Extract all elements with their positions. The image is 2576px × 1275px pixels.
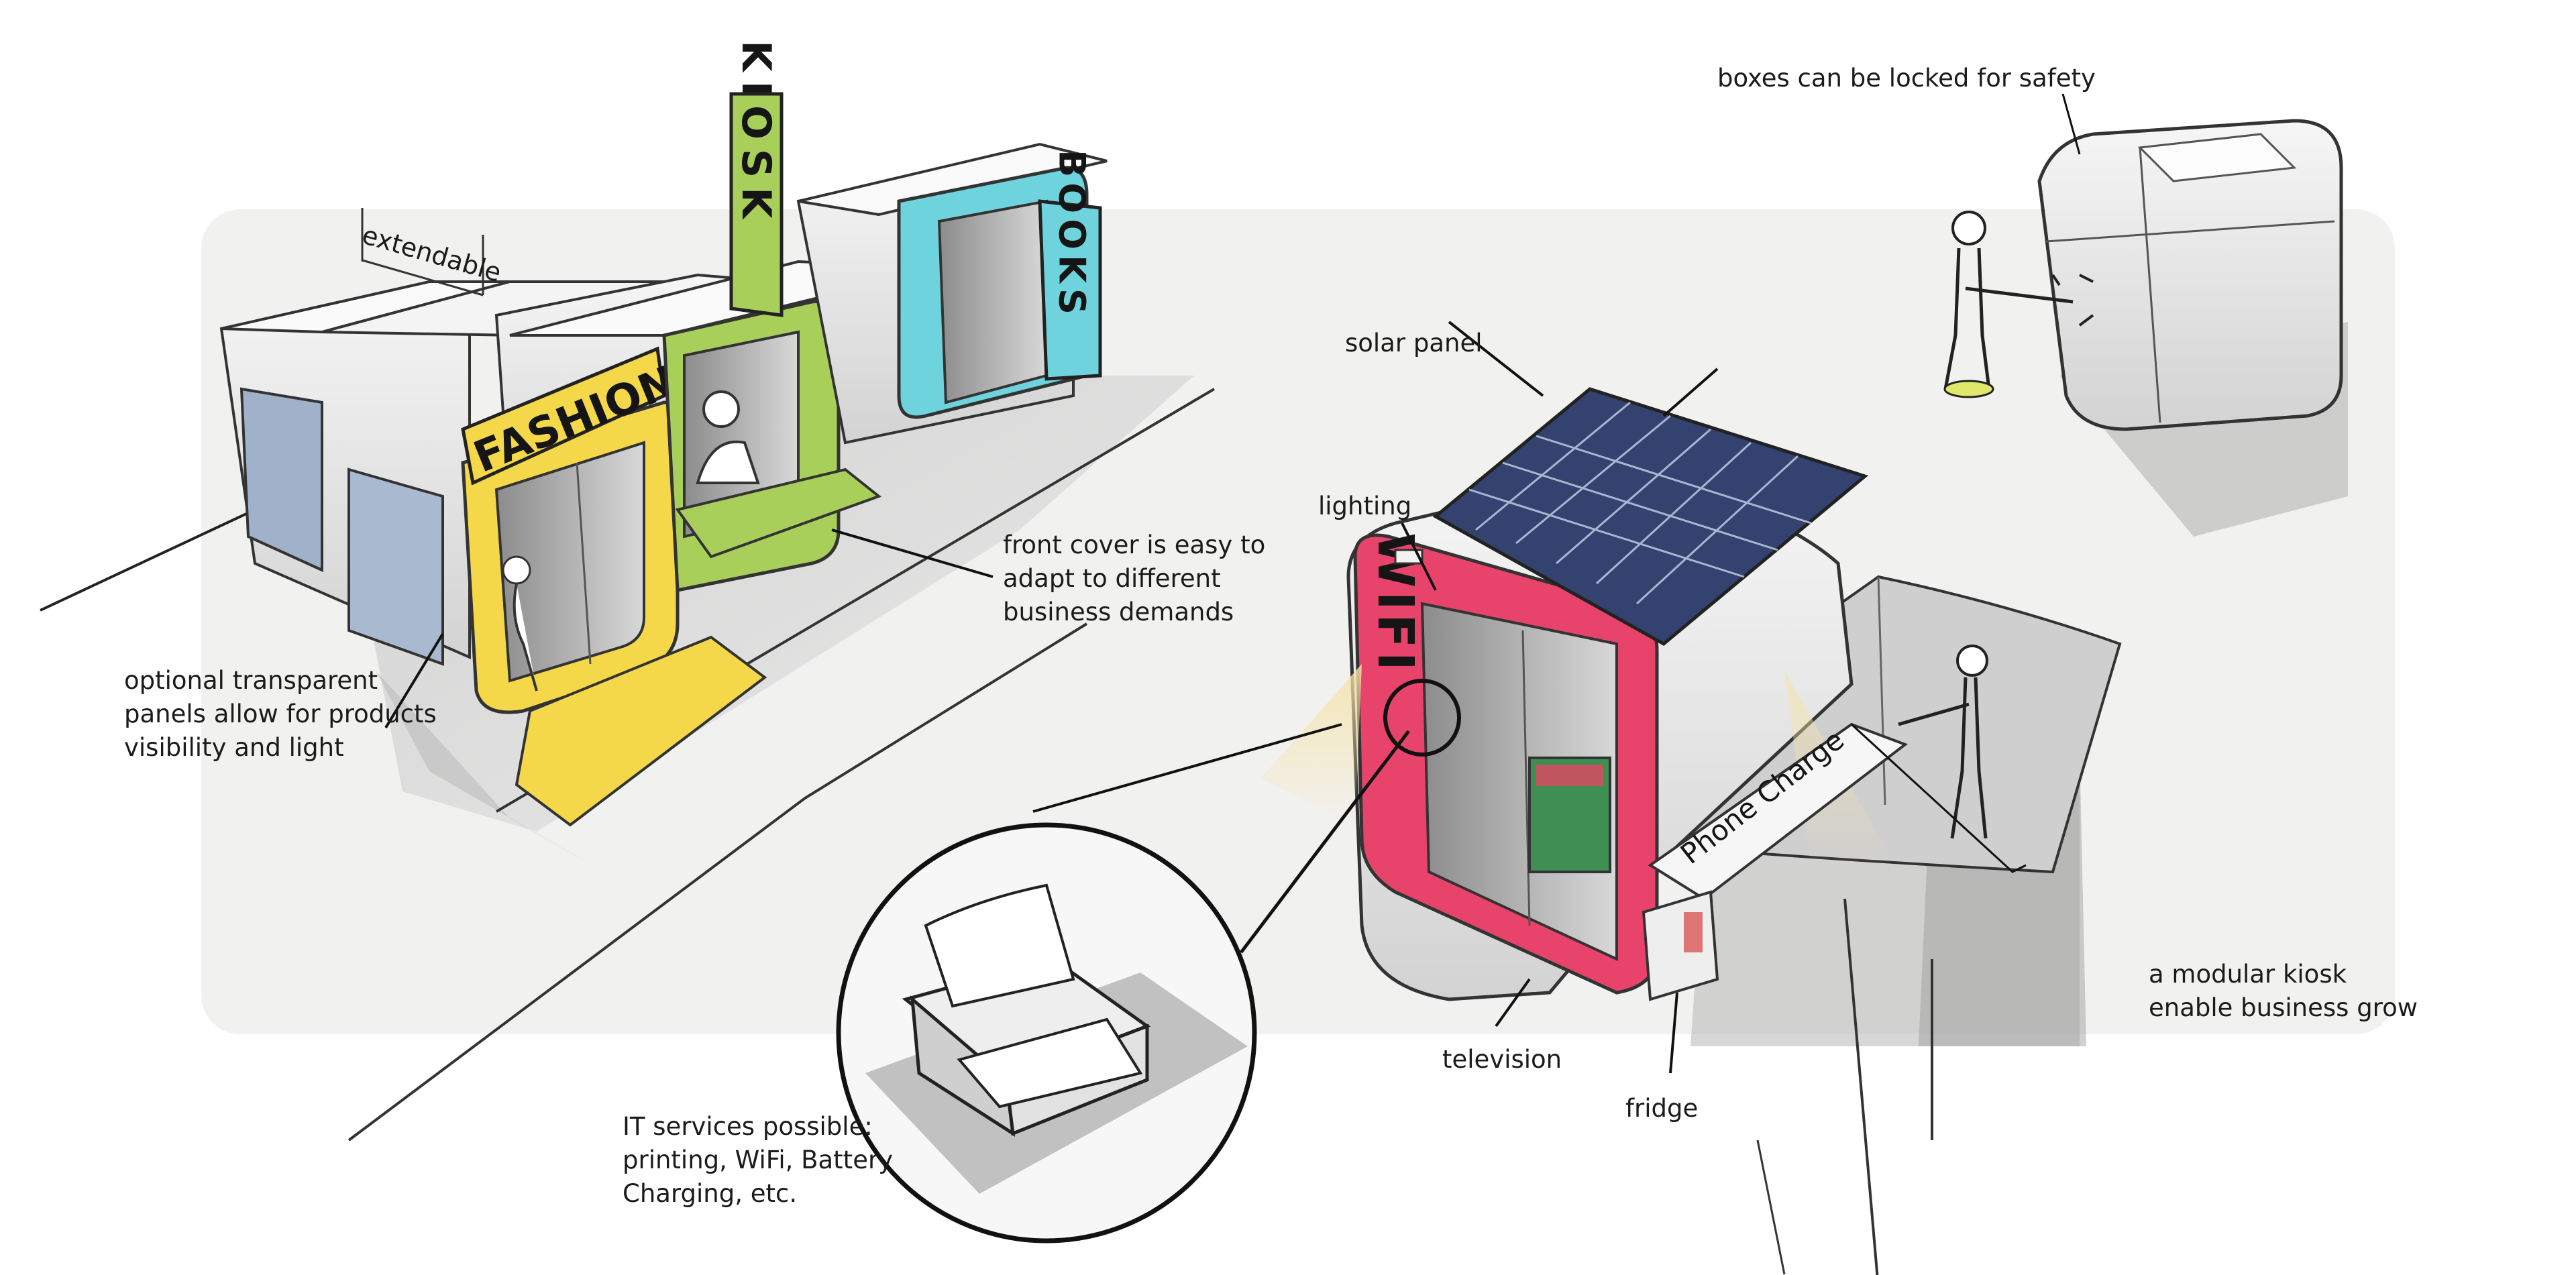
label-television: television <box>1442 1045 1562 1074</box>
kiosk-row-illustration: FASHION KIOSK BOOKS <box>40 40 1216 1142</box>
locked-box-illustration <box>1943 93 2348 537</box>
label-lighting: lighting <box>1318 492 1412 520</box>
label-modular-kiosk: a modular kiosk enable business grow <box>2149 960 2418 1022</box>
printer-detail-inset <box>836 679 1461 1243</box>
label-front-cover: front cover is easy to adapt to differen… <box>1003 531 1266 626</box>
label-fridge: fridge <box>1625 1094 1699 1123</box>
wifi-kiosk-illustration: WIFI Phone Charge <box>1261 321 2122 1275</box>
books-sign: BOOKS <box>1051 150 1093 320</box>
label-boxes-locked: boxes can be locked for safety <box>1717 64 2096 93</box>
label-it-services: IT services possible: printing, WiFi, Ba… <box>623 1112 894 1208</box>
kiosk-sign: KIOSK <box>733 40 780 228</box>
label-transparent-panels: optional transparent panels allow for pr… <box>124 666 437 762</box>
label-solar-panel: solar panel <box>1345 329 1483 357</box>
solar-panel <box>1432 387 1869 647</box>
lighting-fixture <box>1394 549 1424 565</box>
fridge-box <box>1642 890 1719 1001</box>
